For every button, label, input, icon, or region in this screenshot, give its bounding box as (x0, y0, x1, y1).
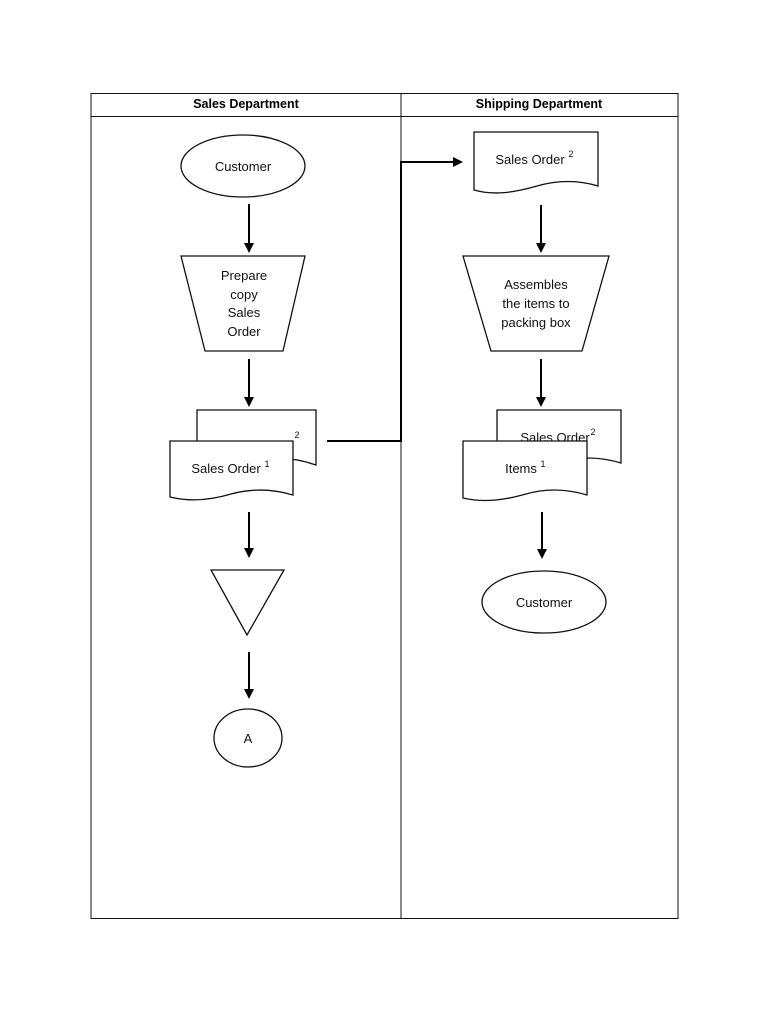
swimlane-border (90, 93, 679, 919)
sales-customer-label: Customer (215, 159, 272, 174)
prepare-label-line-3: Sales (228, 305, 261, 320)
shipping-customer-terminal: Customer (481, 570, 607, 634)
assemble-items-manual-operation: Assembles the items to packing box (462, 255, 610, 352)
shipping-sales-order-document: Sales Order 2 (473, 131, 599, 194)
shipping-customer-label: Customer (516, 595, 573, 610)
file-storage-triangle (209, 569, 286, 637)
sales-doc-copy-2-number: 2 (294, 430, 299, 440)
assemble-label-line-1: Assembles (504, 277, 568, 292)
shipping-copy-2-number: 2 (590, 427, 595, 437)
prepare-label-line-4: Order (227, 324, 261, 339)
arrow-sales-to-shipping (327, 157, 463, 442)
sales-doc-copy-1-label: Sales Order (191, 461, 261, 476)
items-doc-label: Items (505, 461, 537, 476)
shipping-doc-number: 2 (568, 149, 573, 159)
prepare-label-line-2: copy (230, 287, 258, 302)
off-page-connector-a: A (213, 708, 283, 768)
shipping-department-header: Shipping Department (476, 97, 603, 111)
sales-order-document-copy-1: Sales Order 1 (169, 440, 294, 501)
assemble-label-line-2: the items to (502, 296, 569, 311)
prepare-label-line-1: Prepare (221, 268, 267, 283)
items-doc-number: 1 (540, 459, 545, 469)
prepare-sales-order-manual-operation: Prepare copy Sales Order (180, 255, 306, 352)
sales-doc-copy-1-number: 1 (264, 459, 269, 469)
swimlane-frame: Sales Department Shipping Department (90, 93, 679, 919)
shipping-doc-label: Sales Order (495, 152, 565, 167)
connector-a-label: A (244, 731, 253, 746)
sales-customer-terminal: Customer (180, 134, 306, 198)
assemble-label-line-3: packing box (501, 315, 571, 330)
sales-department-header: Sales Department (193, 97, 299, 111)
items-document: Items 1 (462, 440, 588, 502)
